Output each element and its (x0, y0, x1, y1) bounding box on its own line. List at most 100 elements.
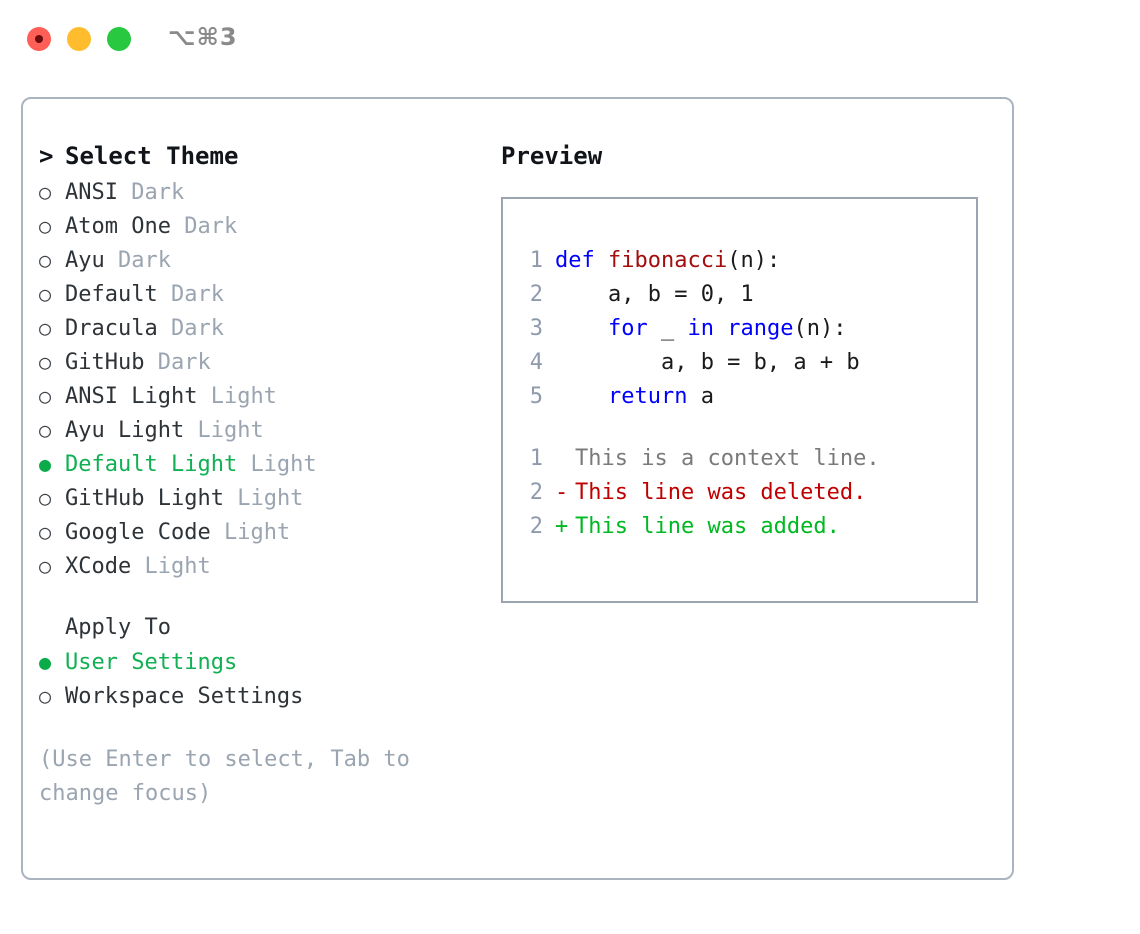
theme-list-item[interactable]: ○ Ayu Light Light (39, 413, 479, 447)
code-line: 3 for _ in range(n): (515, 312, 970, 346)
theme-category: Light (197, 418, 264, 443)
diff-line: 1 This is a context line. (515, 442, 970, 476)
diff-text: This line was deleted. (575, 480, 867, 505)
theme-name: GitHub (65, 350, 145, 375)
theme-category: Dark (131, 180, 185, 205)
code-token: range (727, 316, 794, 341)
radio-unselected-icon: ○ (39, 180, 52, 204)
radio-unselected-icon: ○ (39, 316, 52, 340)
radio-unselected-icon: ○ (39, 684, 52, 708)
theme-category: Dark (170, 282, 224, 307)
theme-name: Ayu (65, 248, 105, 273)
theme-name: Google Code (65, 520, 211, 545)
main-panel: >Select Theme ○ANSI Dark○Atom One Dark○A… (21, 97, 1014, 880)
theme-list-item[interactable]: ○Ayu Dark (39, 243, 479, 277)
line-number: 5 (529, 384, 543, 409)
prompt-caret-icon: > (39, 142, 54, 170)
theme-category: Dark (118, 248, 171, 273)
theme-name: ANSI Light (65, 384, 198, 409)
theme-category: Dark (184, 214, 238, 239)
theme-list-item[interactable]: ○XCode Light (39, 549, 479, 583)
apply-to-heading: Apply To (39, 611, 479, 645)
code-line: 2 a, b = 0, 1 (515, 278, 970, 312)
code-token: (n): (793, 316, 847, 341)
radio-unselected-icon: ○ (39, 554, 52, 578)
code-token: _ (647, 316, 688, 341)
theme-list-item[interactable]: ○ GitHub Dark (39, 345, 479, 379)
select-theme-title: Select Theme (65, 142, 239, 170)
radio-unselected-icon: ○ (39, 384, 52, 408)
radio-unselected-icon: ○ (39, 486, 52, 510)
select-theme-header: > Select Theme (39, 137, 479, 175)
theme-name: Dracula (65, 316, 158, 341)
close-button[interactable] (27, 27, 51, 51)
code-token: a, b = 0, 1 (555, 282, 754, 307)
theme-list[interactable]: ○ANSI Dark○Atom One Dark○Ayu Dark○Defaul… (39, 175, 479, 583)
diff-text: This line was added. (575, 514, 840, 539)
theme-name: Default (65, 282, 158, 307)
radio-unselected-icon: ○ (39, 214, 52, 238)
code-token: for (607, 316, 648, 341)
radio-selected-icon: ● (39, 650, 52, 674)
theme-list-item[interactable]: ○ Google Code Light (39, 515, 479, 549)
line-number: 3 (529, 316, 543, 341)
code-token (555, 384, 608, 409)
theme-category: Light (144, 554, 211, 579)
code-token: return (607, 384, 688, 409)
theme-list-item[interactable]: ○ Dracula Dark (39, 311, 479, 345)
preview-title: Preview (501, 142, 603, 170)
apply-to-option[interactable]: ● User Settings (39, 645, 479, 679)
theme-name: ANSI (65, 180, 118, 205)
theme-category: Dark (157, 350, 211, 375)
theme-name: Atom One (65, 214, 171, 239)
code-token: (n): (727, 248, 781, 273)
radio-selected-icon: ● (39, 452, 52, 476)
radio-unselected-icon: ○ (39, 282, 52, 306)
theme-category: Dark (170, 316, 224, 341)
line-number: 1 (529, 446, 543, 471)
code-token (555, 316, 608, 341)
diff-text: This is a context line. (575, 446, 880, 471)
theme-list-item[interactable]: ○ Default Dark (39, 277, 479, 311)
zoom-button[interactable] (107, 27, 131, 51)
theme-list-item[interactable]: ●Default Light Light (39, 447, 479, 481)
apply-to-option-label: Workspace Settings (65, 684, 304, 709)
diff-line: 2 +This line was added. (515, 510, 970, 544)
code-line: 5 return a (515, 380, 970, 414)
title-bar: ⌥⌘3 (0, 0, 1140, 76)
minimize-button[interactable] (67, 27, 91, 51)
diff-sample: 1 This is a context line. 2-This line was… (515, 442, 970, 544)
theme-list-item[interactable]: ○ Atom One Dark (39, 209, 479, 243)
line-number: 1 (529, 248, 543, 273)
line-number: 2 (529, 514, 543, 539)
theme-list-item[interactable]: ○ GitHub Light Light (39, 481, 479, 515)
theme-category: Light (237, 486, 304, 511)
line-number: 2 (529, 480, 543, 505)
diff-marker: + (555, 514, 569, 539)
radio-unselected-icon: ○ (39, 520, 52, 544)
code-token: a (687, 384, 714, 409)
theme-list-item[interactable]: ○ANSI Light Light (39, 379, 479, 413)
keyboard-shortcut-label: ⌥⌘3 (168, 23, 238, 51)
apply-to-list[interactable]: ● User Settings ○ Workspace Settings (39, 645, 479, 713)
radio-unselected-icon: ○ (39, 418, 52, 442)
theme-category: Light (223, 520, 291, 545)
code-token (714, 316, 727, 341)
theme-name: GitHub Light (65, 486, 224, 511)
line-number: 4 (529, 350, 543, 375)
apply-to-spacer (39, 611, 65, 645)
diff-marker: - (555, 480, 569, 505)
code-token: def (555, 248, 608, 273)
theme-list-item[interactable]: ○ ANSI Dark (39, 175, 479, 209)
apply-to-label: Apply To (65, 615, 171, 640)
code-token: a, b = b, a + b (555, 350, 860, 375)
apply-to-option[interactable]: ○ Workspace Settings (39, 679, 479, 713)
apply-to-section: Apply To ● User Settings ○ Workspace Settin… (39, 611, 479, 713)
theme-selection-column: >Select Theme ○ANSI Dark○Atom One Dark○A… (39, 137, 479, 811)
radio-unselected-icon: ○ (39, 350, 52, 374)
apply-to-option-label: User Settings (65, 650, 238, 675)
theme-name: Ayu Light (65, 418, 185, 443)
